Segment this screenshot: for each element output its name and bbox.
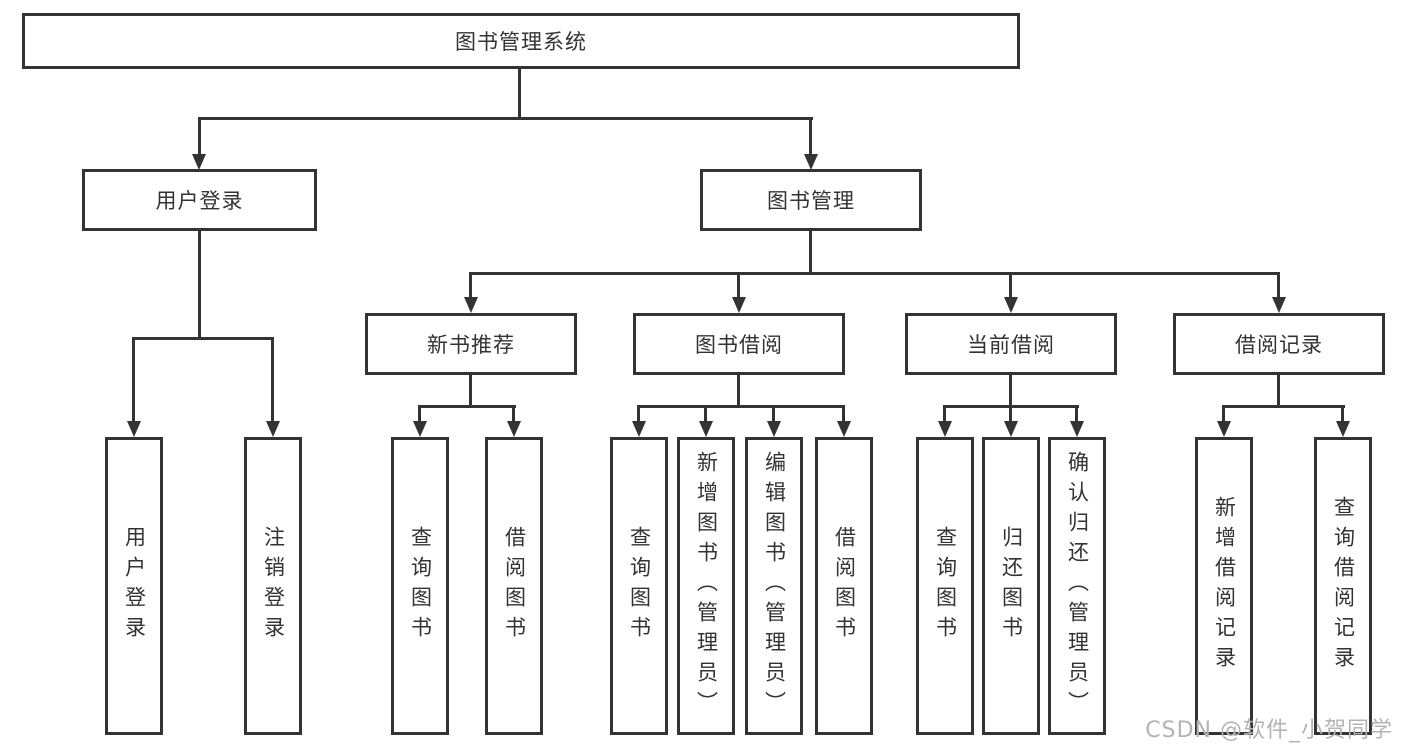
leaf-confirm-return-admin-label: 确认归还（管理员） xyxy=(1065,451,1090,721)
node-book-management-label: 图书管理 xyxy=(767,189,855,213)
leaf-borrow-query-books: 查询图书 xyxy=(610,437,668,735)
connector-root-drop xyxy=(518,69,521,119)
leaf-borrow-books: 借阅图书 xyxy=(815,437,873,735)
connector-current-drop xyxy=(1009,375,1012,407)
leaf-edit-books-admin-label: 编辑图书（管理员） xyxy=(762,451,787,721)
leaf-query-borrow-record: 查询借阅记录 xyxy=(1314,437,1372,735)
node-root-label: 图书管理系统 xyxy=(455,30,587,54)
connector-to-leaf-add-books xyxy=(704,405,707,423)
leaf-recommend-borrow-books-label: 借阅图书 xyxy=(502,526,527,646)
connector-to-leaf-user-login xyxy=(132,337,135,423)
connector-to-book-management xyxy=(809,117,812,155)
leaf-current-query-books: 查询图书 xyxy=(916,437,974,735)
arrowhead-leaf-borrow-books xyxy=(837,421,851,437)
connector-to-leaf-recommend-borrow xyxy=(512,405,515,423)
arrowhead-book-borrow xyxy=(732,297,746,313)
node-current-borrow-label: 当前借阅 xyxy=(967,333,1055,357)
connector-to-book-borrow xyxy=(737,272,740,299)
node-user-login-label: 用户登录 xyxy=(155,189,244,213)
connector-to-current-borrow xyxy=(1009,272,1012,299)
arrowhead-leaf-add-books xyxy=(699,421,713,437)
connector-user-login-bar xyxy=(132,337,274,340)
node-user-login: 用户登录 xyxy=(82,169,317,231)
leaf-confirm-return-admin: 确认归还（管理员） xyxy=(1048,437,1106,735)
arrowhead-leaf-logout xyxy=(266,421,280,437)
leaf-recommend-query-books-label: 查询图书 xyxy=(408,526,433,646)
leaf-borrow-query-books-label: 查询图书 xyxy=(627,526,652,646)
connector-to-user-login xyxy=(198,117,201,155)
connector-borrow-drop xyxy=(737,375,740,407)
connector-book-management-bar xyxy=(469,272,1280,275)
connector-to-leaf-logout xyxy=(271,337,274,423)
leaf-current-query-books-label: 查询图书 xyxy=(933,526,958,646)
connector-to-leaf-borrow-query xyxy=(637,405,640,423)
leaf-add-books-admin-label: 新增图书（管理员） xyxy=(694,451,719,721)
arrowhead-leaf-return-books xyxy=(1004,421,1018,437)
connector-borrow-bar xyxy=(637,405,845,408)
connector-to-new-book-recommend xyxy=(469,272,472,299)
connector-to-leaf-current-query xyxy=(943,405,946,423)
arrowhead-leaf-recommend-borrow xyxy=(507,421,521,437)
connector-user-login-drop xyxy=(198,231,201,339)
leaf-add-borrow-record: 新增借阅记录 xyxy=(1195,437,1253,735)
node-root: 图书管理系统 xyxy=(22,13,1020,69)
connector-to-leaf-return-books xyxy=(1009,405,1012,423)
connector-book-management-drop xyxy=(809,231,812,274)
node-borrow-records-label: 借阅记录 xyxy=(1235,333,1323,357)
node-book-borrow-label: 图书借阅 xyxy=(695,333,783,357)
node-borrow-records: 借阅记录 xyxy=(1173,313,1385,375)
leaf-logout-label: 注销登录 xyxy=(261,526,286,646)
connector-recommend-bar xyxy=(418,405,516,408)
connector-records-bar xyxy=(1222,405,1345,408)
node-new-book-recommend-label: 新书推荐 xyxy=(427,333,515,357)
arrowhead-borrow-records xyxy=(1272,297,1286,313)
node-book-borrow: 图书借阅 xyxy=(633,313,845,375)
arrowhead-leaf-user-login xyxy=(127,421,141,437)
leaf-return-books: 归还图书 xyxy=(982,437,1040,735)
node-new-book-recommend: 新书推荐 xyxy=(365,313,577,375)
connector-root-bar xyxy=(198,117,813,120)
node-book-management: 图书管理 xyxy=(700,169,922,231)
leaf-borrow-books-label: 借阅图书 xyxy=(832,526,857,646)
arrowhead-new-book-recommend xyxy=(464,297,478,313)
arrowhead-leaf-query-record xyxy=(1336,421,1350,437)
leaf-edit-books-admin: 编辑图书（管理员） xyxy=(745,437,803,735)
connector-to-leaf-confirm-return xyxy=(1075,405,1078,423)
arrowhead-leaf-add-record xyxy=(1217,421,1231,437)
connector-records-drop xyxy=(1277,375,1280,407)
arrowhead-leaf-edit-books xyxy=(767,421,781,437)
leaf-recommend-borrow-books: 借阅图书 xyxy=(485,437,543,735)
connector-to-leaf-edit-books xyxy=(772,405,775,423)
connector-to-leaf-borrow-books xyxy=(842,405,845,423)
leaf-return-books-label: 归还图书 xyxy=(999,526,1024,646)
leaf-user-login: 用户登录 xyxy=(105,437,163,735)
connector-recommend-drop xyxy=(469,375,472,407)
connector-to-leaf-add-record xyxy=(1222,405,1225,423)
connector-to-leaf-recommend-query xyxy=(418,405,421,423)
node-current-borrow: 当前借阅 xyxy=(905,313,1117,375)
leaf-add-books-admin: 新增图书（管理员） xyxy=(677,437,735,735)
leaf-logout: 注销登录 xyxy=(244,437,302,735)
arrowhead-leaf-recommend-query xyxy=(413,421,427,437)
arrowhead-book-management xyxy=(804,154,818,170)
connector-to-leaf-query-record xyxy=(1341,405,1344,423)
arrowhead-current-borrow xyxy=(1004,297,1018,313)
leaf-user-login-label: 用户登录 xyxy=(122,526,147,646)
connector-to-borrow-records xyxy=(1277,272,1280,299)
leaf-recommend-query-books: 查询图书 xyxy=(391,437,449,735)
leaf-add-borrow-record-label: 新增借阅记录 xyxy=(1212,496,1237,676)
arrowhead-user-login xyxy=(192,154,206,170)
arrowhead-leaf-current-query xyxy=(938,421,952,437)
arrowhead-leaf-borrow-query xyxy=(632,421,646,437)
csdn-watermark: CSDN @软件_小贺同学 xyxy=(1145,718,1393,743)
arrowhead-leaf-confirm-return xyxy=(1070,421,1084,437)
leaf-query-borrow-record-label: 查询借阅记录 xyxy=(1331,496,1356,676)
